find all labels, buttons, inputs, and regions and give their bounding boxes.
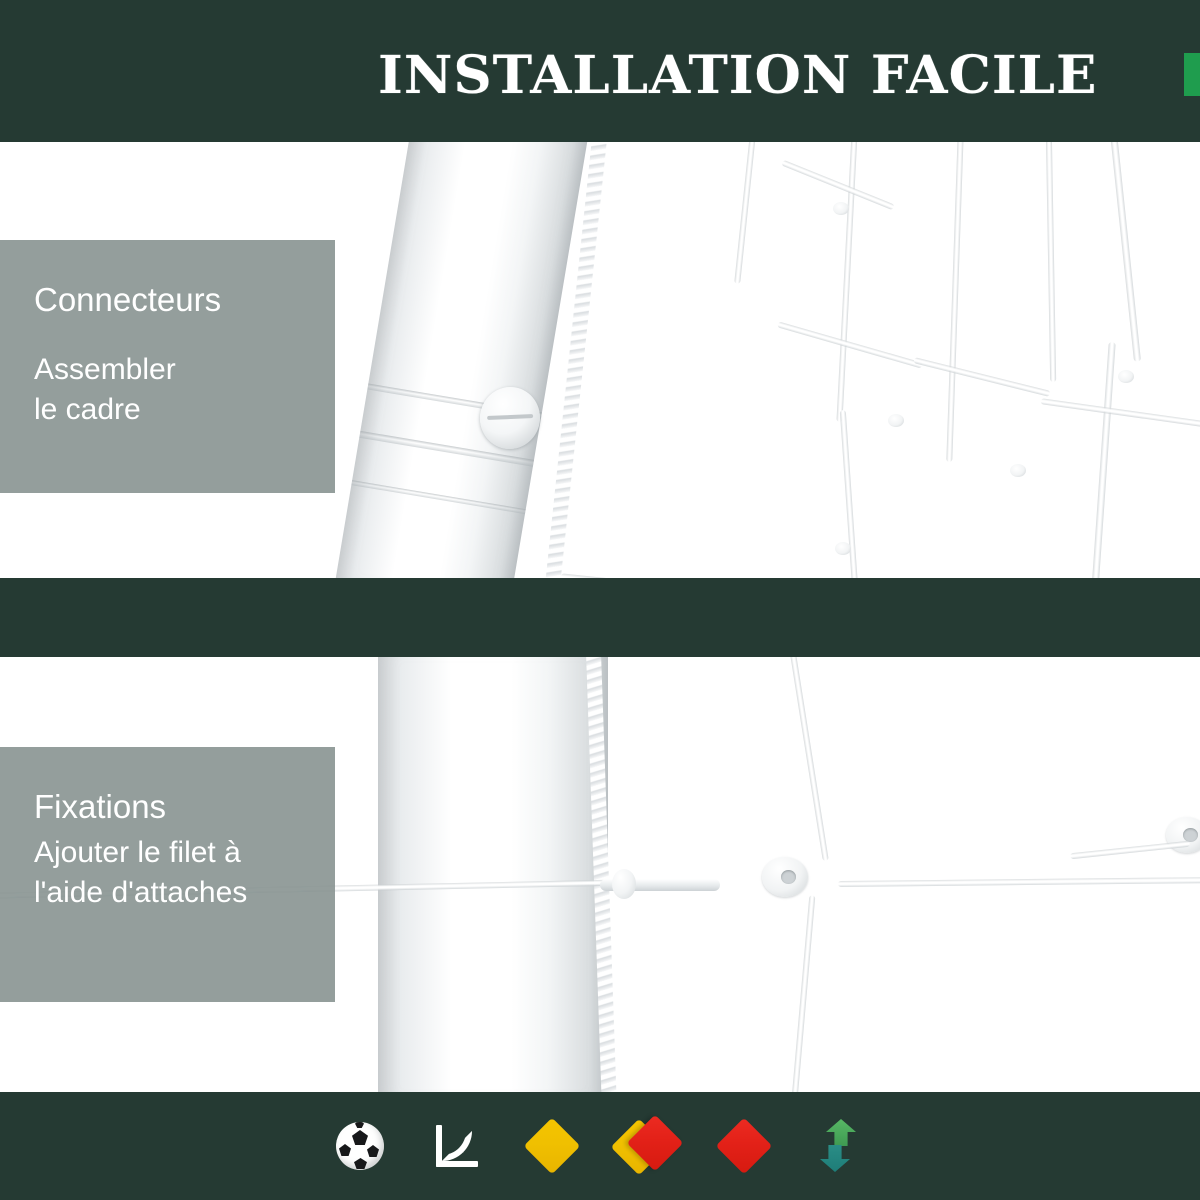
up-down-arrows-icon — [809, 1115, 871, 1177]
net-knot — [1118, 370, 1134, 383]
footer-band — [0, 1092, 1200, 1200]
caption-title: Fixations — [34, 788, 167, 825]
red-card-glyph — [715, 1117, 773, 1175]
net-mesh-strand — [1045, 142, 1057, 383]
net-mesh-strand — [913, 357, 1051, 397]
divider-band — [0, 578, 1200, 657]
red-card-icon — [713, 1115, 775, 1177]
header-bar: INSTALLATION FACILE — [0, 0, 1200, 142]
caption-box-fixations: Fixations Ajouter le filet à l'aide d'at… — [0, 747, 335, 1002]
caption-line: Ajouter le filet à — [34, 836, 241, 869]
yellow-red-cards-icon — [610, 1114, 684, 1177]
net-clip-ring-icon — [762, 857, 808, 897]
net-clip-bead — [612, 869, 636, 899]
right-angle-glyph — [432, 1123, 480, 1169]
net-tie-cord — [837, 877, 1200, 887]
yellow-card-icon — [521, 1115, 583, 1177]
caption-body: Ajouter le filet à l'aide d'attaches — [34, 833, 335, 913]
net-mesh-strand — [1040, 398, 1200, 428]
yellow-card-glyph — [523, 1117, 581, 1175]
net-knot — [833, 202, 849, 215]
net-mesh-strand — [1109, 142, 1142, 362]
goal-post-tube-icon — [378, 657, 608, 1092]
page-title: INSTALLATION FACILE — [378, 45, 1098, 106]
net-mesh-strand — [790, 895, 816, 1092]
feature-icon-strip — [0, 1092, 1200, 1200]
caption-line: le cadre — [34, 393, 141, 426]
right-angle-icon — [425, 1115, 487, 1177]
net-mesh-strand — [1091, 342, 1116, 578]
net-mesh-strand — [789, 657, 829, 862]
caption-line: l'aide d'attaches — [34, 876, 248, 909]
net-knot — [1010, 464, 1026, 477]
net-mesh-strand — [946, 142, 964, 463]
arrow-down-icon — [820, 1145, 850, 1172]
soccer-ball-icon — [329, 1115, 391, 1177]
photo-connecteurs: Connecteurs Assembler le cadre — [0, 142, 1200, 578]
caption-title: Connecteurs — [34, 281, 222, 318]
photo-fixations: Fixations Ajouter le filet à l'aide d'at… — [0, 657, 1200, 1092]
tube-coupling-ring — [351, 480, 526, 515]
up-down-arrows-glyph — [817, 1119, 863, 1173]
net-knot — [888, 414, 904, 427]
net-knot — [835, 542, 851, 555]
caption-line: Assembler — [34, 353, 176, 386]
net-mesh-strand — [734, 142, 756, 284]
net-mesh-strand — [777, 321, 923, 369]
caption-body: Assembler le cadre — [34, 350, 335, 430]
soccer-ball-glyph — [336, 1122, 384, 1170]
header-accent-block — [1184, 53, 1200, 96]
net-tie-cord — [1070, 840, 1190, 860]
arrow-up-icon — [826, 1119, 856, 1146]
caption-box-connecteurs: Connecteurs Assembler le cadre — [0, 240, 335, 493]
goal-post-tube-icon — [333, 142, 590, 578]
